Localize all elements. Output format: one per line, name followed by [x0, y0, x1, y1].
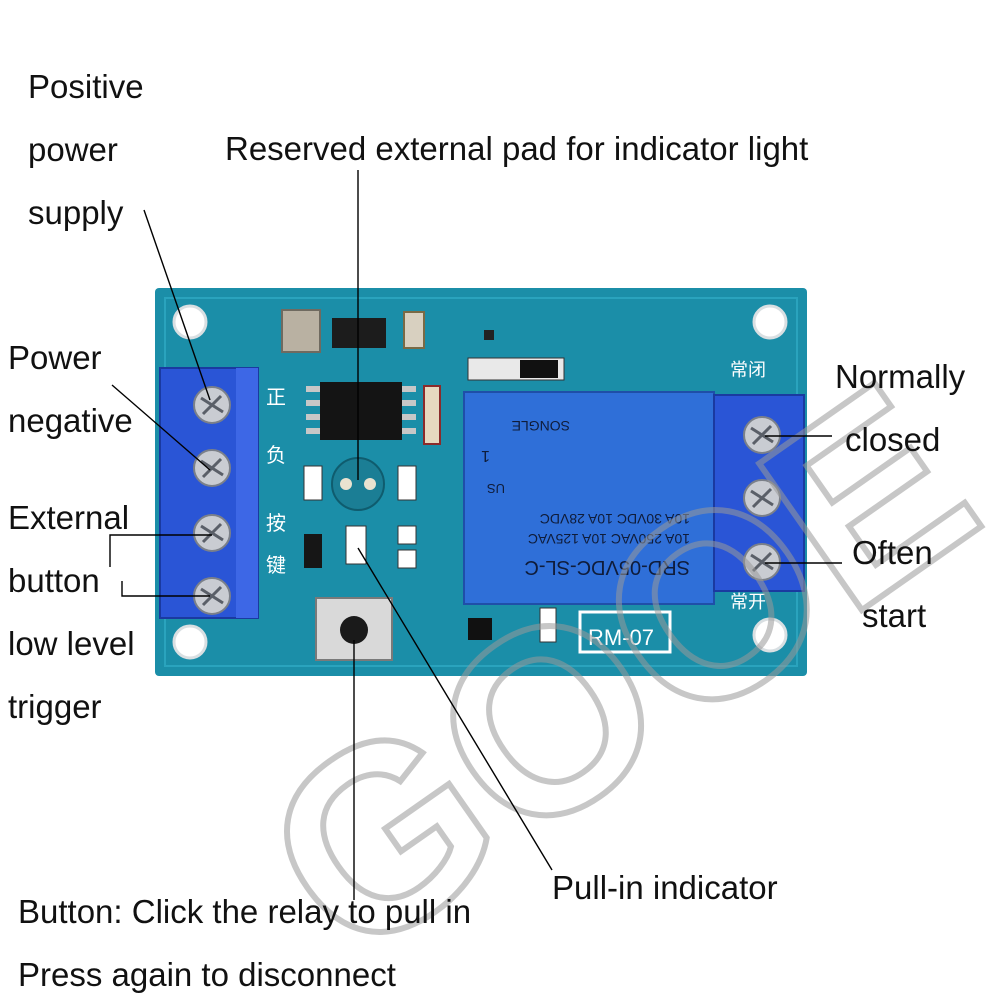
silk-negative: 负 — [266, 443, 286, 467]
label-external-button: External button low level trigger — [8, 499, 135, 725]
svg-text:1: 1 — [481, 447, 490, 464]
mounting-holes — [172, 304, 788, 660]
svg-text:10A 250VAC 10A 125VAC: 10A 250VAC 10A 125VAC — [528, 531, 690, 547]
svg-text:SRD-05VDC-SL-C: SRD-05VDC-SL-C — [524, 556, 690, 578]
diode — [423, 385, 441, 445]
leader-lines — [109, 170, 842, 900]
label-reserved-pad: Reserved external pad for indicator ligh… — [225, 130, 809, 167]
relay: SRD-05VDC-SL-C 10A 250VAC 10A 125VAC 10A… — [463, 391, 715, 605]
svg-text:10A 30VDC 10A 28VDC: 10A 30VDC 10A 28VDC — [540, 511, 690, 527]
label-power-negative: Power negative — [8, 339, 133, 439]
label-often-start: Often start — [852, 534, 933, 634]
label-button-note: Button: Click the relay to pull in Press… — [18, 893, 472, 993]
top-chip — [332, 318, 386, 348]
silk-normally-open: 常开 — [730, 592, 766, 613]
transistor — [304, 534, 322, 568]
capacitor-top — [403, 311, 425, 349]
svg-text:US: US — [487, 481, 505, 496]
svg-text:SONGLE: SONGLE — [512, 418, 570, 434]
ic-chip — [320, 382, 402, 440]
silk-positive: 正 — [266, 385, 286, 409]
label-normally-closed: Normally closed — [835, 358, 966, 458]
silk-normally-closed: 常闭 — [730, 360, 766, 381]
silk-button-b: 键 — [266, 553, 286, 577]
silk-button-a: 按 — [266, 511, 286, 535]
left-terminal-block — [159, 367, 259, 619]
module-id: RM-07 — [588, 625, 654, 650]
right-terminal-block — [713, 394, 805, 592]
label-positive-power-supply: Positive power supply — [28, 68, 144, 231]
label-pull-in-indicator: Pull-in indicator — [552, 869, 778, 906]
inductor — [281, 309, 321, 353]
